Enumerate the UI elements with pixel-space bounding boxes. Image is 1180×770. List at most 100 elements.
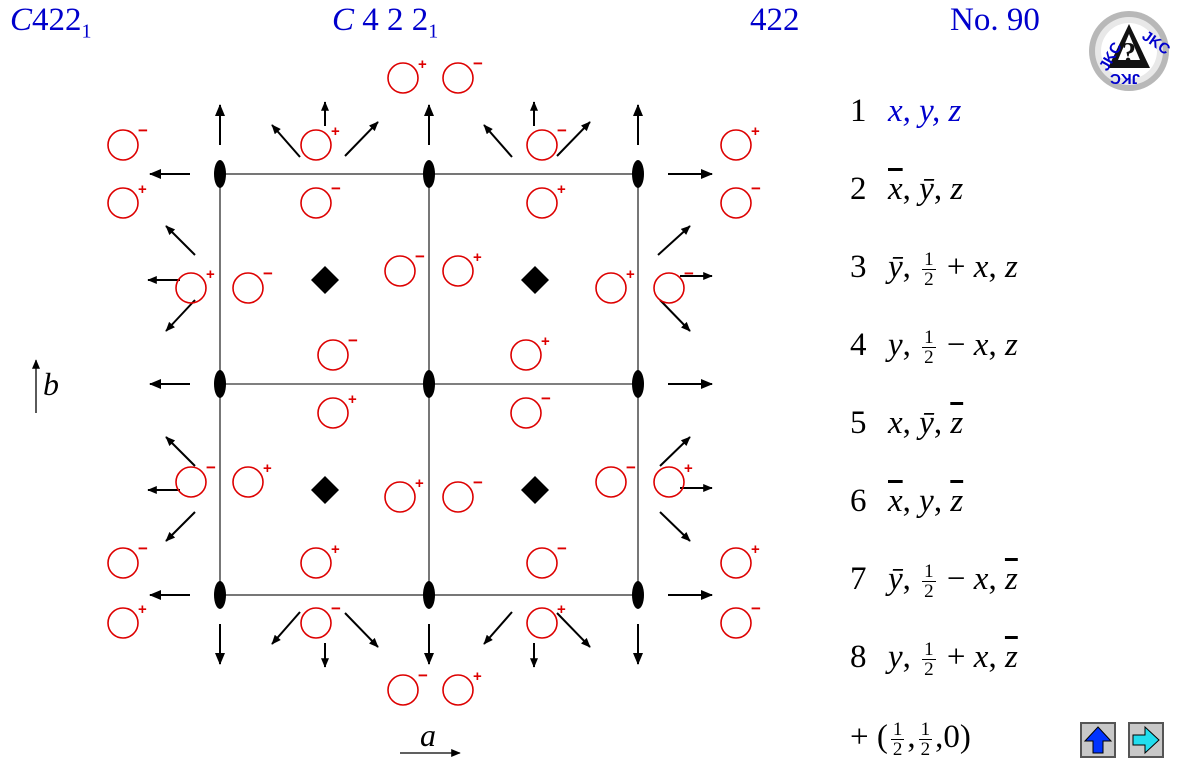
position-circle: + xyxy=(232,460,272,498)
short-symbol-letter: C xyxy=(10,2,33,38)
centering-suffix: ) xyxy=(959,719,971,755)
position-coordinate: y xyxy=(888,639,903,675)
position-circle: − xyxy=(300,179,341,219)
position-circle: − xyxy=(442,54,483,94)
minus-sign: − xyxy=(331,179,341,198)
plus-sign: + xyxy=(751,541,760,558)
position-number: 2 xyxy=(850,171,867,207)
up-button[interactable] xyxy=(1080,722,1116,758)
plus-sign: + xyxy=(206,266,215,283)
position-circle: − xyxy=(387,666,428,706)
axis-b-label: b xyxy=(43,366,59,402)
position-circle: + xyxy=(720,541,760,579)
plus-sign: + xyxy=(418,56,427,73)
position-circle: + xyxy=(526,181,566,219)
position-circle: + xyxy=(387,56,427,94)
position-coordinate: y xyxy=(888,327,903,363)
position-circle: + xyxy=(595,266,635,304)
position-coordinate: z xyxy=(1004,249,1018,285)
plus-sign: + xyxy=(138,181,147,198)
axis-a-label: a xyxy=(420,717,436,753)
space-group-number: No. 90 xyxy=(950,2,1040,38)
minus-sign: − xyxy=(557,539,567,558)
minus-sign: − xyxy=(751,599,761,618)
plus-sign: + xyxy=(751,123,760,140)
position-coordinate: z xyxy=(950,171,964,207)
plus-sign: + xyxy=(331,123,340,140)
short-symbol-rest: 422 xyxy=(32,2,82,38)
plus-sign: + xyxy=(348,391,357,408)
position-circle: + xyxy=(384,475,424,513)
space-group-diagram: +−−++−−++−+−−++−−++−−++−−+−++−−++−−+ b a xyxy=(32,54,761,757)
position-circle: − xyxy=(175,458,216,498)
fraction-numerator: 1 xyxy=(890,718,905,740)
minus-sign: − xyxy=(473,54,483,73)
position-circle: − xyxy=(107,539,148,579)
next-button[interactable] xyxy=(1128,722,1164,758)
position-coordinate: ȳ xyxy=(888,561,903,597)
position-circle: − xyxy=(526,539,567,579)
minus-sign: − xyxy=(557,121,567,140)
minus-sign: − xyxy=(473,473,483,492)
twofold-axis-symbols xyxy=(214,160,644,609)
full-symbol-subscript: 1 xyxy=(428,20,439,43)
centering-prefix: + ( xyxy=(850,719,888,755)
position-circle: − xyxy=(442,473,483,513)
position-circle: − xyxy=(232,264,273,304)
point-group: 422 xyxy=(750,2,800,38)
minus-sign: − xyxy=(541,389,551,408)
position-circle: + xyxy=(317,391,357,429)
position-number: 5 xyxy=(850,405,867,441)
fraction-numerator: 1 xyxy=(918,718,933,740)
centering-comma: , xyxy=(935,719,944,755)
minus-sign: − xyxy=(415,247,425,266)
position-circle: − xyxy=(384,247,425,287)
minus-sign: − xyxy=(331,599,341,618)
twofold-axis-arrows xyxy=(149,104,713,665)
plus-sign: + xyxy=(557,601,566,618)
axis-a: a xyxy=(400,717,461,757)
minus-sign: − xyxy=(263,264,273,283)
minus-sign: − xyxy=(138,121,148,140)
position-circle: − xyxy=(595,458,636,498)
position-circle: − xyxy=(720,179,761,219)
position-coordinate: z xyxy=(1004,327,1018,363)
position-number: 8 xyxy=(850,639,867,675)
plus-sign: + xyxy=(331,541,340,558)
plus-sign: + xyxy=(626,266,635,283)
position-circle: + xyxy=(442,668,482,706)
minus-sign: − xyxy=(626,458,636,477)
position-number: 3 xyxy=(850,249,867,285)
up-arrow-icon xyxy=(1083,726,1113,754)
position-circle: − xyxy=(510,389,551,429)
short-symbol-subscript: 1 xyxy=(81,20,92,43)
svg-text:?: ? xyxy=(1122,38,1136,69)
position-coordinate: ȳ xyxy=(888,249,903,285)
plus-sign: + xyxy=(473,249,482,266)
minus-sign: − xyxy=(751,179,761,198)
plus-sign: + xyxy=(684,460,693,477)
position-circle: − xyxy=(300,599,341,639)
position-number: 1 xyxy=(850,93,867,129)
svg-text:JKC: JKC xyxy=(1110,70,1140,87)
plus-sign: + xyxy=(541,333,550,350)
position-number: 4 xyxy=(850,327,867,363)
position-circle: + xyxy=(442,249,482,287)
position-coordinate: y xyxy=(919,93,932,129)
plus-sign: + xyxy=(263,460,272,477)
position-coordinate: x xyxy=(888,405,903,441)
jkc-logo[interactable]: ? JKC JKC JKC xyxy=(1088,10,1170,92)
